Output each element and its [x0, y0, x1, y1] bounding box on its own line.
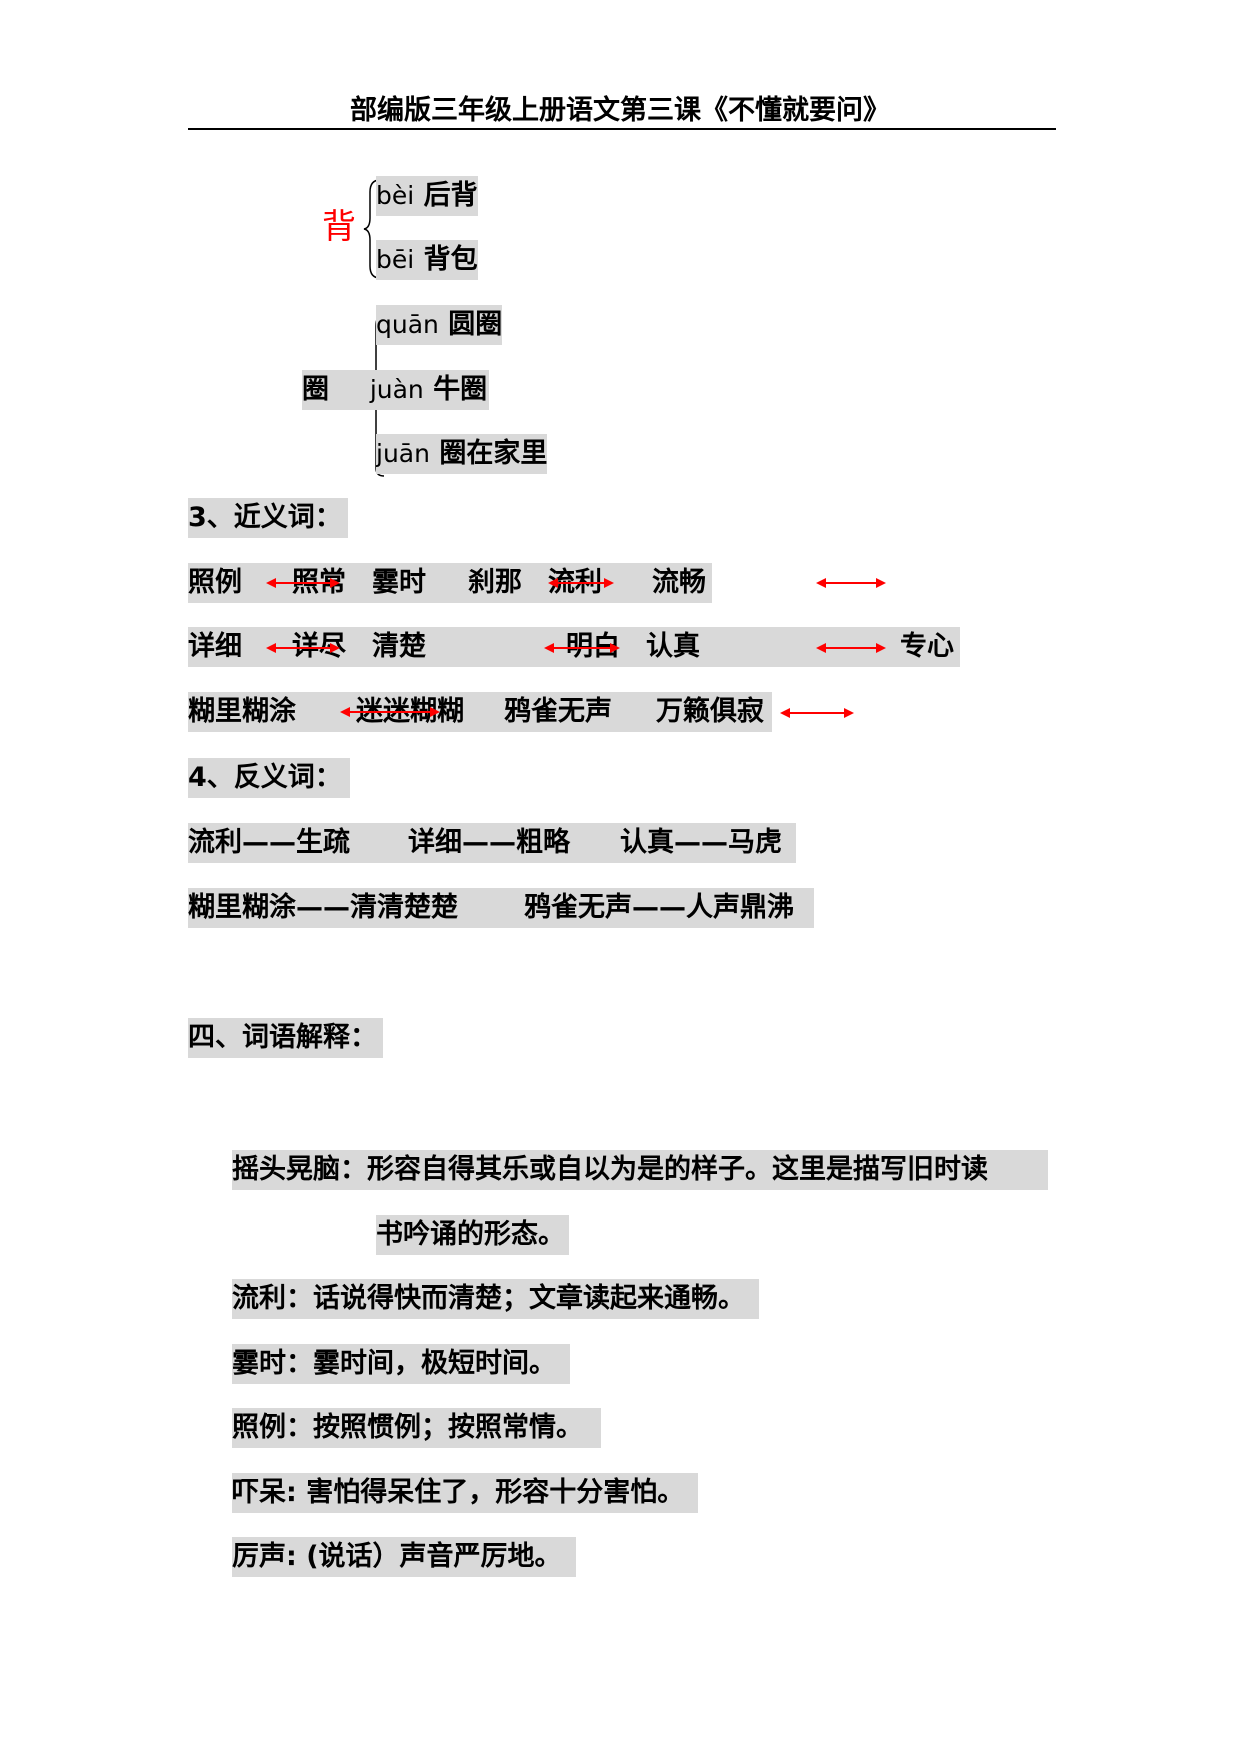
antonym-pair: 流利——生疏 [188, 827, 350, 858]
word: 圆圈 [448, 309, 503, 340]
synonym-word: 专心 [900, 631, 954, 662]
synonym-word: 照例 [188, 567, 242, 598]
synonym-word: 霎时 [372, 567, 426, 598]
highlight-bar [188, 888, 814, 928]
synonym-word: 鸦雀无声 [504, 696, 612, 727]
synonym-word: 清楚 [372, 631, 426, 662]
word: 牛圈 [433, 374, 488, 405]
section-heading: 四、词语解释： [188, 1018, 383, 1058]
reading-row: juān 圈在家里 [376, 434, 548, 474]
synonym-word: 流畅 [652, 567, 706, 598]
brace-icon [363, 179, 381, 279]
reading-row: quān 圆圈 [376, 305, 503, 345]
double-arrow-icon [780, 708, 854, 718]
pinyin: bēi [376, 245, 415, 274]
pinyin: quān [376, 310, 439, 339]
definition-line: 流利：话说得快而清楚；文章读起来通畅。 [232, 1279, 759, 1319]
definition-line: 照例：按照惯例；按照常情。 [232, 1408, 601, 1448]
definition-line: 吓呆: 害怕得呆住了，形容十分害怕。 [232, 1473, 699, 1513]
highlight-bar [188, 823, 796, 863]
synonyms-heading: 3、近义词： [188, 498, 348, 538]
synonym-word: 万籁俱寂 [656, 696, 764, 727]
polyphone-char-bei: 背 [322, 207, 356, 247]
synonym-word: 详细 [188, 631, 242, 662]
double-arrow-icon [266, 578, 340, 588]
word: 后背 [423, 180, 478, 211]
antonym-pair: 详细——粗略 [408, 827, 570, 858]
double-arrow-icon [816, 578, 886, 588]
reading-row: bèi 后背 [376, 176, 478, 216]
word: 圈在家里 [439, 438, 548, 469]
double-arrow-icon [340, 707, 440, 717]
definition-line: 书吟诵的形态。 [376, 1215, 569, 1255]
antonyms-heading: 4、反义词： [188, 758, 350, 798]
title-underline [188, 128, 1056, 130]
antonym-pair: 糊里糊涂——清清楚楚 [188, 892, 458, 923]
double-arrow-icon [544, 643, 620, 653]
polyphone-char-quan: 圈 [302, 374, 329, 405]
double-arrow-icon [816, 643, 886, 653]
definition-line: 摇头晃脑：形容自得其乐或自以为是的样子。这里是描写旧时读 [232, 1150, 1048, 1190]
highlight-bar [188, 692, 772, 732]
reading-row: bēi 背包 [376, 240, 478, 280]
pinyin: juān [376, 439, 430, 468]
word: 背包 [423, 244, 478, 275]
definition-line: 霎时：霎时间，极短时间。 [232, 1344, 570, 1384]
pinyin: juàn [369, 375, 424, 404]
pinyin: bèi [376, 181, 415, 210]
double-arrow-icon [266, 643, 340, 653]
synonym-word: 刹那 [468, 567, 522, 598]
page-title: 部编版三年级上册语文第三课《不懂就要问》 [350, 95, 890, 126]
synonym-word: 认真 [646, 631, 700, 662]
antonym-pair: 认真——马虎 [620, 827, 782, 858]
antonym-pair: 鸦雀无声——人声鼎沸 [524, 892, 794, 923]
double-arrow-icon [548, 578, 614, 588]
synonym-word: 糊里糊涂 [188, 696, 296, 727]
definition-line: 厉声: (说话）声音严厉地。 [232, 1537, 576, 1577]
reading-row: 圈 juàn 牛圈 [302, 370, 490, 410]
